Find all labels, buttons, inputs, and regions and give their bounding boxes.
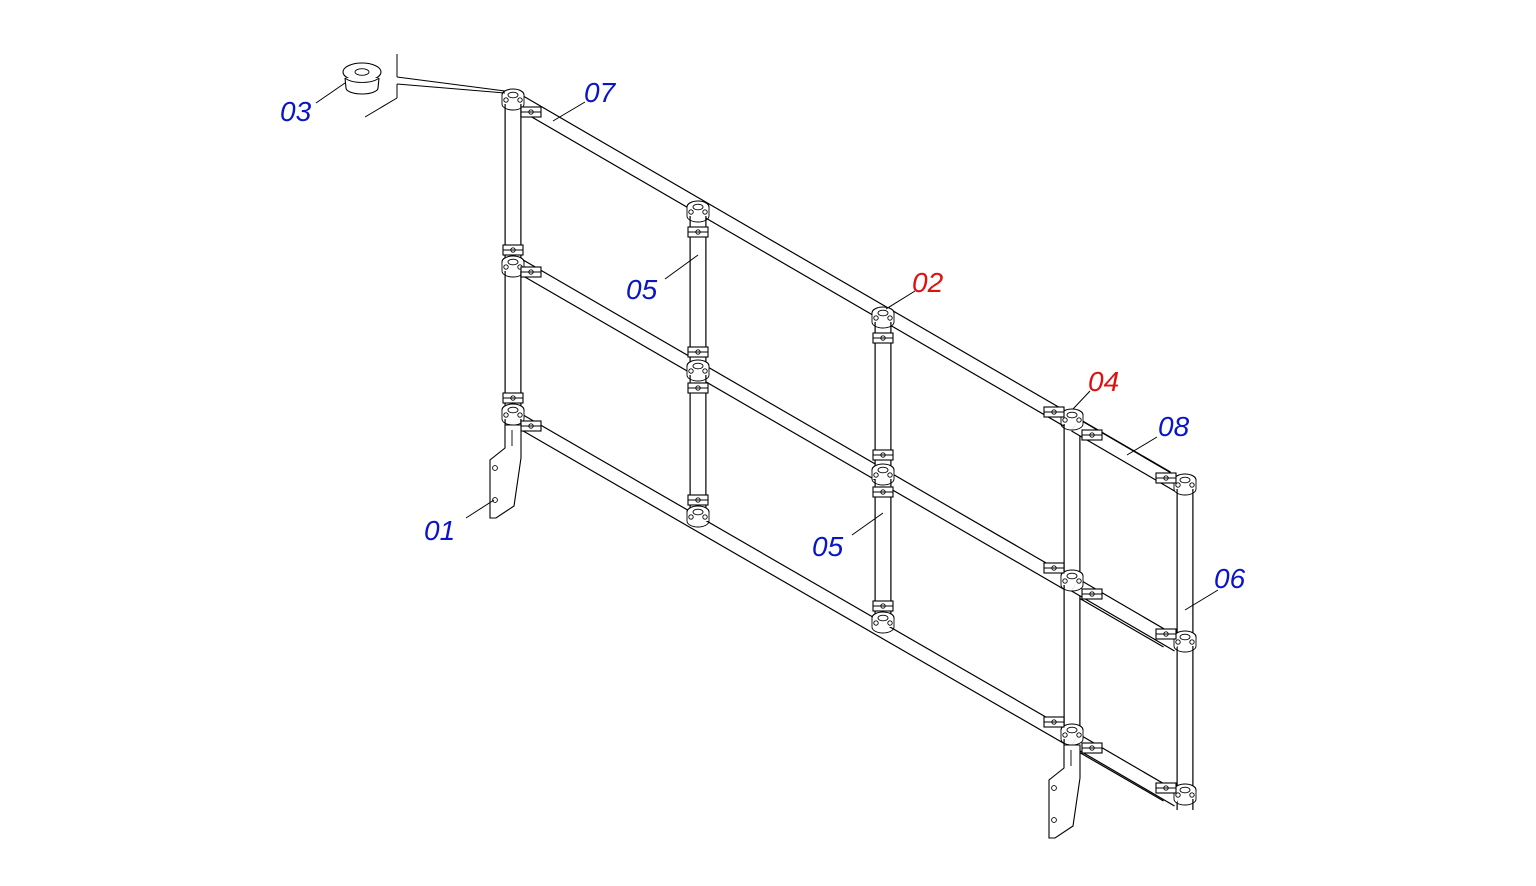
- callout-01[interactable]: 01: [424, 515, 456, 546]
- callout-04[interactable]: 04: [1088, 366, 1120, 397]
- callout-05-left[interactable]: 05: [626, 274, 658, 305]
- end-cap-detail: [342, 54, 506, 118]
- bottom-rail: [514, 413, 1171, 802]
- leader-lines: [315, 82, 1219, 611]
- base-plate-right: [1048, 744, 1081, 839]
- callout-07[interactable]: 07: [584, 77, 616, 108]
- base-plate-left: [489, 424, 522, 519]
- callout-02[interactable]: 02: [912, 267, 944, 298]
- middle-rail: [514, 258, 1171, 648]
- callout-08[interactable]: 08: [1158, 411, 1190, 442]
- callout-06[interactable]: 06: [1214, 563, 1246, 594]
- callout-03[interactable]: 03: [280, 96, 312, 127]
- callout-05-right[interactable]: 05: [812, 531, 844, 562]
